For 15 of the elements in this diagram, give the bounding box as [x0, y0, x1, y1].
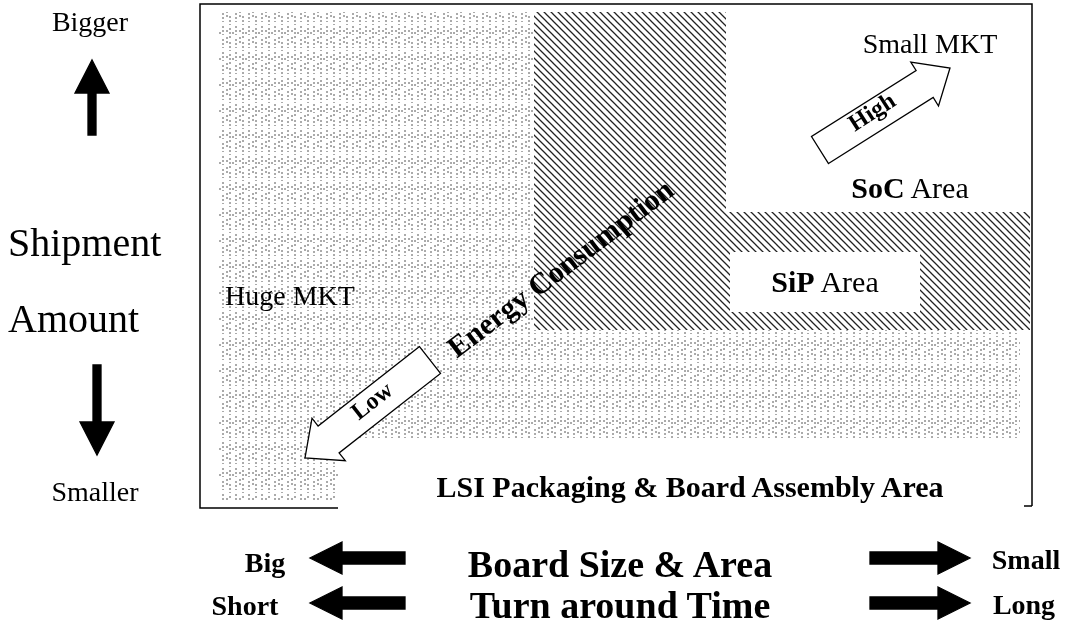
- axis-title: Turn around Time: [469, 586, 771, 626]
- axis-label: Big: [244, 548, 286, 578]
- region-label: LSI Packaging & Board Assembly Area: [436, 471, 944, 503]
- axis-title: Shipment Amount: [8, 219, 163, 343]
- region-label: Huge MKT: [225, 281, 355, 311]
- axis-label: Smaller: [51, 477, 139, 507]
- axis-title: Board Size & Area: [467, 545, 773, 585]
- scale-label: Low: [346, 377, 398, 425]
- region-label: Small MKT: [862, 29, 998, 59]
- axis-label: Small: [991, 545, 1061, 575]
- axis-label: Bigger: [51, 7, 129, 37]
- region-label: SoC Area: [851, 172, 969, 204]
- scale-label: High: [843, 87, 901, 137]
- axis-label: Short: [211, 591, 279, 621]
- axis-label: Long: [992, 590, 1056, 620]
